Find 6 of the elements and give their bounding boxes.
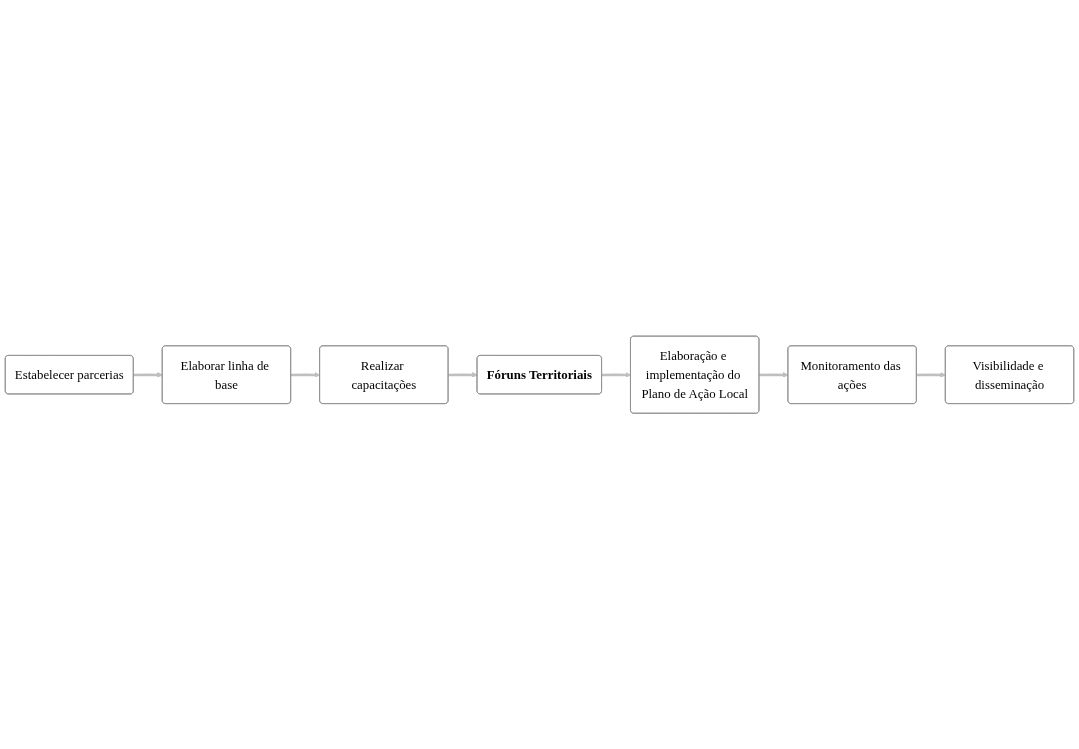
arrow (759, 371, 789, 378)
arrow (448, 371, 478, 378)
arrow (601, 371, 632, 378)
arrow (290, 371, 321, 378)
arrow (133, 371, 163, 378)
arrow (916, 371, 946, 378)
